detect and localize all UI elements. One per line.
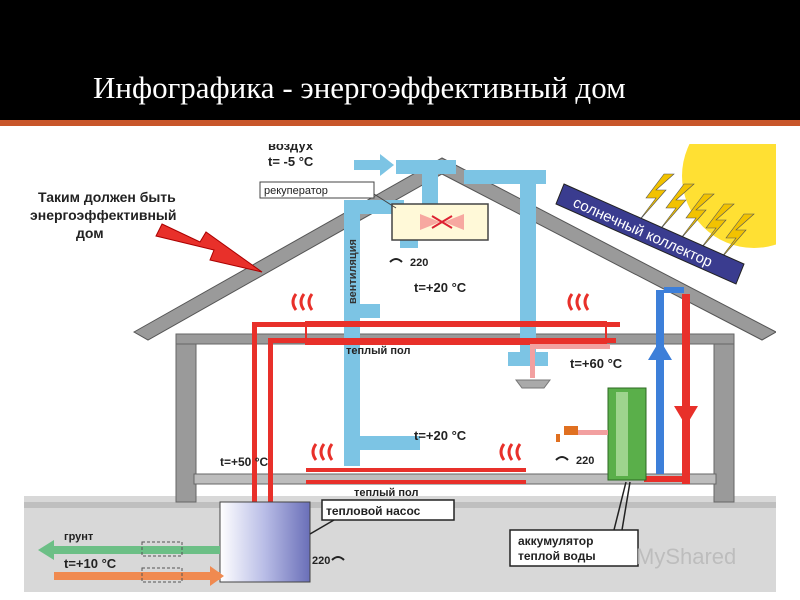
diagram-panel: солнечный коллектор вентиляция	[24, 144, 776, 592]
shower-pipe	[530, 344, 610, 349]
temp-water: t=+60 °С	[570, 356, 623, 371]
caption-line-2: энергоэффективный	[30, 207, 176, 223]
recuperator-label-box	[259, 181, 375, 199]
voltage-bottom: 220	[312, 555, 330, 567]
temp-heat: t=+50 °С	[220, 455, 268, 469]
air-label: воздух	[268, 144, 314, 153]
sun-icon	[682, 144, 776, 248]
tap-pipe	[576, 430, 608, 435]
temp-upper-room: t=+20 °С	[414, 280, 467, 295]
caption-line-3: дом	[76, 225, 104, 241]
right-wall	[713, 343, 735, 503]
sun-rays-icon	[637, 173, 755, 263]
accumulator-line-2: теплой воды	[518, 549, 596, 563]
accumulator-line-1: аккумулятор	[518, 534, 593, 548]
caption: Таким должен быть энергоэффективный дом	[30, 189, 176, 241]
slide-header: Инфографика - энергоэффективный дом	[0, 0, 800, 120]
air-inlet-arrow	[354, 154, 394, 176]
ventilation-label: вентиляция	[347, 239, 359, 304]
shower-head-icon	[515, 379, 551, 389]
slide-title: Инфографика - энергоэффективный дом	[93, 70, 626, 105]
floor-grid-upper	[305, 321, 607, 345]
down-arrow-icon	[674, 406, 698, 426]
heat-pump-label-box	[321, 499, 455, 521]
ground-temp: t=+10 °С	[64, 556, 117, 571]
up-arrow-icon	[648, 340, 672, 360]
left-wall	[175, 343, 197, 503]
ground-pipes	[38, 540, 224, 586]
hot-pipes	[252, 294, 690, 504]
energy-house-diagram: солнечный коллектор вентиляция	[24, 144, 776, 592]
temp-lower-room: t=+20 °С	[414, 428, 467, 443]
accumulator-label-box	[509, 529, 639, 567]
watermark: MyShared	[636, 544, 736, 569]
voltage-top: 220	[410, 257, 428, 269]
red-pointer-arrow-icon	[155, 223, 263, 273]
title-accent-bar	[0, 120, 800, 126]
water-accumulator	[607, 387, 647, 481]
recuperator-label: рекуператор	[264, 185, 328, 197]
slide-content: солнечный коллектор вентиляция	[0, 126, 800, 600]
heat-pump-unit	[219, 501, 311, 583]
voltage-mid: 220	[576, 455, 594, 467]
heat-pump-label: тепловой насос	[326, 504, 421, 518]
floor-upper-label: теплый пол	[346, 345, 410, 357]
floor-lower-label: теплый пол	[354, 487, 418, 499]
recuperator	[391, 203, 489, 241]
roof	[132, 157, 776, 341]
ground-label: грунт	[64, 531, 94, 543]
air-temp: t= -5 °С	[268, 154, 314, 169]
heat-wave-icons	[291, 293, 590, 461]
caption-line-1: Таким должен быть	[38, 189, 176, 205]
solar-cold-pipe	[656, 290, 664, 474]
